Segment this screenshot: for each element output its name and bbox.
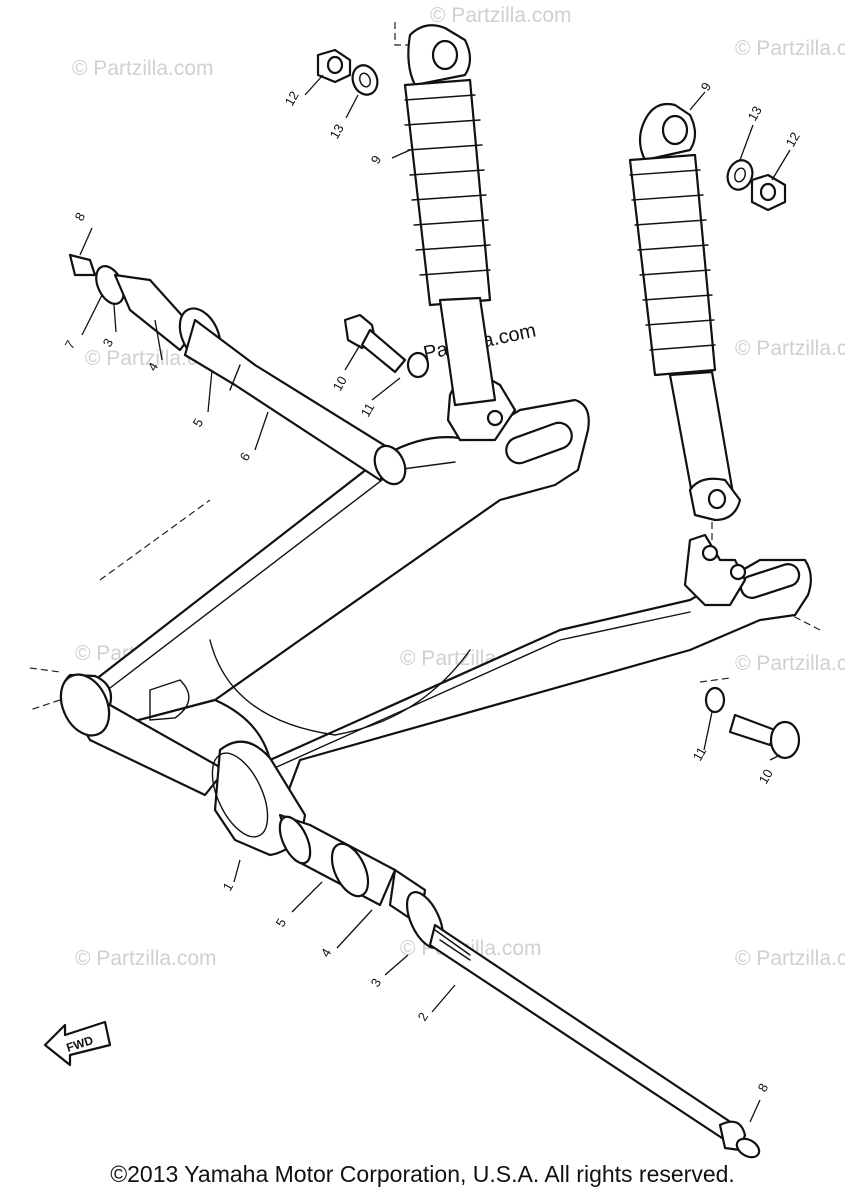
callout-10: 10 (330, 373, 350, 393)
callout-11: 11 (358, 400, 378, 419)
callout-10: 10 (756, 766, 776, 786)
callout-12: 12 (282, 88, 302, 108)
callout-13: 13 (745, 103, 765, 123)
callout-9: 9 (368, 153, 385, 167)
callout-4: 4 (318, 946, 335, 960)
callout-8: 8 (72, 210, 89, 224)
left-collar-assembly (68, 253, 407, 486)
pivot-shaft-assembly (278, 813, 761, 1159)
callout-8: 8 (755, 1081, 772, 1095)
callout-7: 7 (62, 338, 79, 352)
callout-9: 9 (698, 80, 715, 94)
shock-lower-fasteners (343, 313, 801, 760)
callout-6: 6 (237, 450, 254, 464)
watermark-layer: © Partzilla.com © Partzilla.com © Partzi… (72, 4, 845, 970)
watermark: © Partzilla.com (735, 337, 845, 360)
shock-upper-fasteners (316, 48, 787, 212)
callout-5: 5 (273, 916, 290, 930)
watermark: © Partzilla.com (75, 947, 217, 970)
callout-11: 11 (690, 744, 710, 763)
callout-12: 12 (783, 129, 803, 149)
watermark: © Partzilla.com (735, 37, 845, 60)
forward-direction-arrow: FWD (43, 1020, 112, 1067)
left-shock-absorber (403, 24, 497, 407)
watermark: © Partzilla.com (735, 652, 845, 675)
callout-3: 3 (368, 976, 385, 990)
watermark: © Partzilla.com (735, 947, 845, 970)
watermark: © Partzilla.com (72, 57, 214, 80)
callout-5: 5 (190, 416, 207, 430)
callout-13: 13 (327, 121, 347, 141)
copyright-notice: ©2013 Yamaha Motor Corporation, U.S.A. A… (110, 1161, 735, 1187)
right-shock-absorber (628, 102, 742, 522)
leader-lines (79, 74, 791, 1123)
watermark: © Partzilla.com (430, 4, 572, 27)
swing-arm (59, 363, 812, 857)
callout-2: 2 (415, 1010, 432, 1024)
